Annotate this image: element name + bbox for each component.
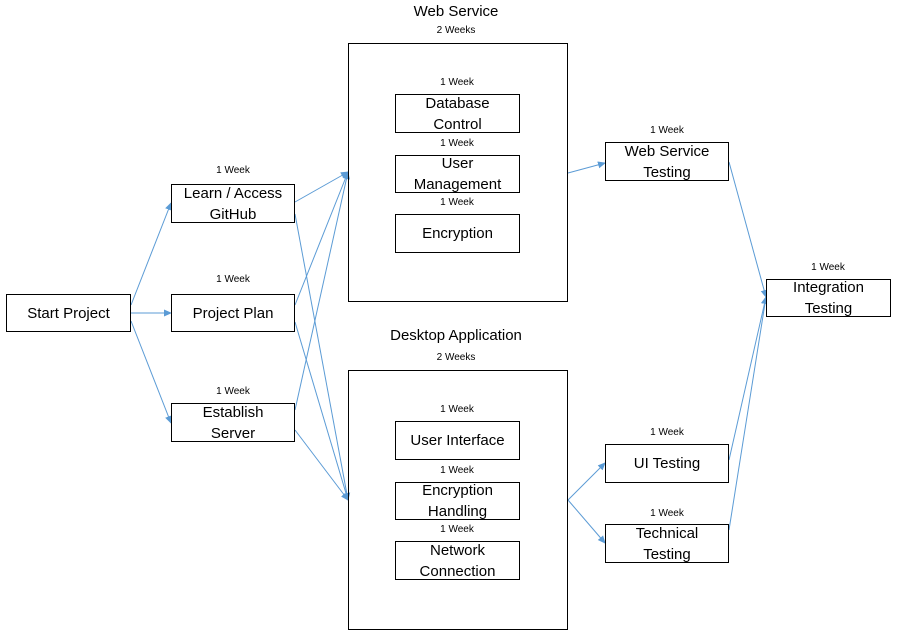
arrow-desktop-app-to-technical-testing — [567, 499, 606, 544]
arrow-start-to-establish-server — [130, 320, 172, 424]
ui-testing-label: UI Testing — [633, 455, 701, 472]
arrow-establish-server-to-web-service — [294, 171, 350, 411]
integration-testing-label: Integration Testing — [793, 279, 864, 317]
arrow-web-service-testing-to-integration — [728, 161, 768, 298]
arrow-learn-github-to-web-service — [294, 171, 349, 203]
encryption-handling-node[interactable]: Encryption Handling — [395, 482, 520, 520]
arrow-project-plan-to-web-service — [294, 171, 349, 306]
encryption-duration: 1 Week — [440, 197, 474, 208]
arrow-start-to-learn-github — [130, 202, 172, 306]
arrow-desktop-app-to-ui-testing — [567, 462, 606, 501]
web-service-group — [348, 43, 568, 302]
encryption-handling-label: Encryption Handling — [422, 482, 493, 520]
technical-testing-duration: 1 Week — [650, 508, 684, 519]
establish-server-node[interactable]: Establish Server — [171, 403, 295, 442]
web-service-testing-node[interactable]: Web Service Testing — [605, 142, 729, 181]
encryption-node[interactable]: Encryption — [395, 214, 520, 253]
database-control-duration: 1 Week — [440, 77, 474, 88]
arrow-establish-server-to-desktop-app — [294, 429, 349, 501]
start-project-label: Start Project — [27, 304, 110, 322]
ui-testing-node[interactable]: UI Testing — [605, 444, 729, 483]
integration-testing-duration: 1 Week — [811, 262, 845, 273]
arrow-project-plan-to-desktop-app — [294, 321, 350, 501]
user-interface-duration: 1 Week — [440, 404, 474, 415]
desktop-application-group — [348, 370, 568, 630]
database-control-label: Database Control — [425, 94, 490, 133]
arrow-ui-testing-to-integration — [728, 296, 768, 461]
establish-server-label: Establish Server — [202, 403, 264, 442]
integration-testing-node[interactable]: Integration Testing — [766, 279, 891, 317]
project-plan-duration: 1 Week — [216, 274, 250, 285]
encryption-label: Encryption — [422, 225, 493, 242]
arrow-learn-github-to-desktop-app — [294, 213, 351, 501]
network-connection-node[interactable]: Network Connection — [395, 541, 520, 580]
learn-github-node[interactable]: Learn / Access GitHub — [171, 184, 295, 223]
user-management-label: User Management — [413, 155, 502, 193]
project-plan-node[interactable]: Project Plan — [171, 294, 295, 332]
user-management-node[interactable]: User Management — [395, 155, 520, 193]
web-service-duration: 2 Weeks — [436, 25, 476, 36]
encryption-handling-duration: 1 Week — [440, 465, 474, 476]
network-connection-duration: 1 Week — [440, 524, 474, 535]
project-plan-label: Project Plan — [192, 304, 274, 322]
establish-server-duration: 1 Week — [216, 386, 250, 397]
technical-testing-node[interactable]: Technical Testing — [605, 524, 729, 563]
learn-github-duration: 1 Week — [216, 165, 250, 176]
web-service-testing-label: Web Service Testing — [624, 142, 710, 181]
user-interface-label: User Interface — [410, 432, 505, 449]
learn-github-label: Learn / Access GitHub — [183, 184, 283, 223]
arrow-technical-testing-to-integration — [728, 296, 769, 531]
user-management-duration: 1 Week — [440, 138, 474, 149]
arrow-web-service-to-testing — [567, 161, 606, 174]
database-control-node[interactable]: Database Control — [395, 94, 520, 133]
network-connection-label: Network Connection — [419, 541, 496, 580]
desktop-application-duration: 2 Weeks — [436, 352, 476, 363]
web-service-testing-duration: 1 Week — [650, 125, 684, 136]
desktop-application-title: Desktop Application — [390, 327, 522, 344]
web-service-title: Web Service — [413, 3, 499, 20]
user-interface-node[interactable]: User Interface — [395, 421, 520, 460]
start-project-node[interactable]: Start Project — [6, 294, 131, 332]
ui-testing-duration: 1 Week — [650, 427, 684, 438]
technical-testing-label: Technical Testing — [635, 524, 699, 563]
